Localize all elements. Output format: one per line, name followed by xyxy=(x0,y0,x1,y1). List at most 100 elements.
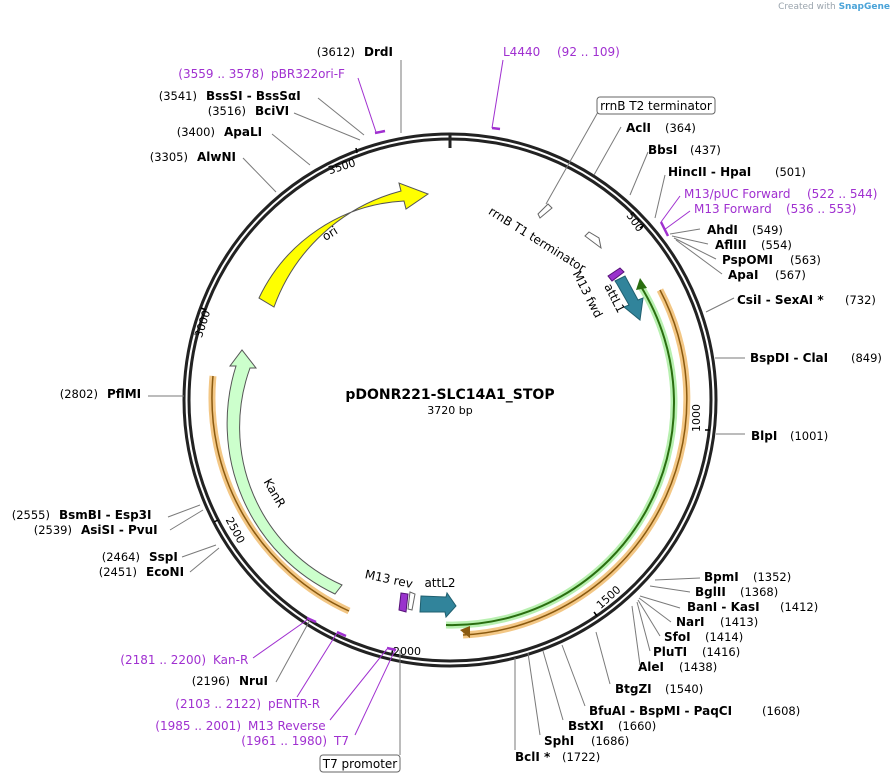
svg-text:pBR322ori-F: pBR322ori-F xyxy=(271,67,345,81)
attl1-feature[interactable] xyxy=(614,275,644,321)
tick-2000: 2000 xyxy=(391,645,421,658)
t7-promoter-label: T7 promoter xyxy=(322,757,398,771)
enzyme-hincii[interactable]: HincII - HpaI (501) xyxy=(654,165,806,219)
rrnb-t1-terminator-feature[interactable] xyxy=(584,231,602,250)
enzyme-bbsi[interactable]: BbsI (437) xyxy=(629,143,721,196)
svg-text:(92 .. 109): (92 .. 109) xyxy=(557,45,620,59)
m13-rev-feature[interactable] xyxy=(398,592,409,613)
svg-text:BciVI: BciVI xyxy=(255,104,289,118)
enzyme-bsmbi[interactable]: (2555) BsmBI - Esp3I xyxy=(12,504,201,522)
svg-text:(3305): (3305) xyxy=(150,150,188,164)
enzyme-sspi[interactable]: (2464) SspI xyxy=(102,544,217,564)
enzyme-psppomi[interactable]: PspOMI (563) xyxy=(673,237,821,267)
enzyme-pflmi[interactable]: (2802) PflMI xyxy=(60,387,184,401)
primer-l4440[interactable]: L4440 (92 .. 109) xyxy=(491,45,620,129)
svg-text:PluTI: PluTI xyxy=(653,645,687,659)
svg-text:(1416): (1416) xyxy=(702,645,740,659)
enzyme-asisi[interactable]: (2539) AsiSI - PvuI xyxy=(34,509,204,537)
svg-text:DrdI: DrdI xyxy=(364,45,393,59)
svg-text:Kan-R: Kan-R xyxy=(213,653,248,667)
enzyme-nari[interactable]: NarI (1413) xyxy=(638,597,758,629)
svg-text:3000: 3000 xyxy=(192,309,213,340)
enzyme-apali[interactable]: (3400) ApaLI xyxy=(177,125,311,166)
enzyme-alwni[interactable]: (3305) AlwNI xyxy=(150,150,277,193)
svg-text:(1352): (1352) xyxy=(753,570,791,584)
enzyme-pluti[interactable]: PluTI (1416) xyxy=(636,601,740,659)
svg-text:(849): (849) xyxy=(851,351,882,365)
svg-text:BsmBI - Esp3I: BsmBI - Esp3I xyxy=(59,508,151,522)
m13-fwd-feature[interactable] xyxy=(607,267,625,282)
kanr-label: KanR xyxy=(261,476,289,510)
svg-text:(3612): (3612) xyxy=(317,45,355,59)
enzyme-csii[interactable]: CsiI - SexAI * (732) xyxy=(705,293,876,313)
svg-text:NarI: NarI xyxy=(676,615,705,629)
rrnb-t2-label: rrnB T2 terminator xyxy=(600,99,712,113)
enzyme-bani[interactable]: BanI - KasI (1412) xyxy=(639,595,818,614)
enzyme-ahdi[interactable]: AhdI (549) xyxy=(669,223,783,237)
svg-text:AsiSI - PvuI: AsiSI - PvuI xyxy=(81,523,158,537)
enzyme-btgzi[interactable]: BtgZI (1540) xyxy=(595,631,703,696)
enzyme-acli[interactable]: AclI (364) xyxy=(593,121,696,176)
svg-text:(1540): (1540) xyxy=(665,682,703,696)
svg-text:BglII: BglII xyxy=(695,585,726,599)
svg-text:500: 500 xyxy=(624,210,647,235)
enzyme-econi[interactable]: (2451) EcoNI xyxy=(99,547,220,579)
svg-text:(1660): (1660) xyxy=(618,719,656,733)
svg-text:PflMI: PflMI xyxy=(107,387,141,401)
svg-text:AclI: AclI xyxy=(626,121,651,135)
enzyme-drdi[interactable]: (3612) DrdI xyxy=(317,45,402,133)
enzyme-sfoi[interactable]: SfoI (1414) xyxy=(637,599,743,644)
enzyme-bfuai[interactable]: BfuAI - BspMI - PaqCI (1608) xyxy=(561,644,800,718)
svg-text:M13 Reverse: M13 Reverse xyxy=(248,719,326,733)
plasmid-name: pDONR221-SLC14A1_STOP xyxy=(345,387,554,403)
primer-m13-puc-forward[interactable]: M13/pUC Forward (522 .. 544) xyxy=(660,187,877,223)
svg-text:(1368): (1368) xyxy=(740,585,778,599)
snapgene-credit: Created with SnapGene xyxy=(778,2,890,12)
enzyme-bcli[interactable]: BclI * (1722) xyxy=(514,658,600,764)
svg-text:(364): (364) xyxy=(665,121,696,135)
svg-text:BfuAI - BspMI - PaqCI: BfuAI - BspMI - PaqCI xyxy=(589,704,732,718)
primer-m13-reverse[interactable]: (1985 .. 2001) M13 Reverse xyxy=(155,648,388,733)
svg-text:AhdI: AhdI xyxy=(707,223,738,237)
svg-text:1000: 1000 xyxy=(690,404,703,432)
primer-m13-forward[interactable]: M13 Forward (536 .. 553) xyxy=(663,202,856,231)
svg-text:EcoNI: EcoNI xyxy=(146,565,184,579)
svg-text:M13 Forward: M13 Forward xyxy=(694,202,772,216)
svg-text:AflIII: AflIII xyxy=(715,238,747,252)
ori-feature[interactable] xyxy=(258,182,430,308)
rrnb-t2-terminator-feature[interactable] xyxy=(537,203,553,219)
svg-text:pENTR-R: pENTR-R xyxy=(268,697,320,711)
rrnb-t1-label: rrnB T1 terminator xyxy=(486,204,588,275)
svg-text:BlpI: BlpI xyxy=(751,429,777,443)
svg-text:(2464): (2464) xyxy=(102,550,140,564)
right-green-feature[interactable] xyxy=(445,283,678,629)
svg-text:BbsI: BbsI xyxy=(648,143,677,157)
enzyme-bpmi[interactable]: BpmI (1352) xyxy=(654,570,791,584)
enzyme-sphi[interactable]: SphI (1686) xyxy=(527,652,629,748)
primer-kan-r[interactable]: (2181 .. 2200) Kan-R xyxy=(120,619,308,667)
tick-500: 500 xyxy=(624,210,647,235)
enzyme-bsssi[interactable]: (3541) BssSI - BssSαI xyxy=(159,89,365,136)
enzyme-bstxi[interactable]: BstXI (1660) xyxy=(542,650,656,733)
primer-pbr322ori-f[interactable]: (3559 .. 3578) pBR322ori-F xyxy=(178,67,377,133)
enzyme-apai[interactable]: ApaI (567) xyxy=(675,239,806,282)
primer-pentr-r[interactable]: (2103 .. 2122) pENTR-R xyxy=(175,632,338,711)
enzyme-nrui[interactable]: (2196) NruI xyxy=(192,619,311,688)
enzyme-bspdi[interactable]: BspDI - ClaI (849) xyxy=(715,351,882,365)
attl2-feature[interactable] xyxy=(419,591,457,619)
primer-t7[interactable]: (1961 .. 1980) T7 xyxy=(241,649,396,748)
enzyme-blpi[interactable]: BlpI (1001) xyxy=(716,429,828,443)
kanr-feature[interactable] xyxy=(226,349,343,595)
m13-rev-label: M13 rev xyxy=(364,567,414,591)
svg-text:(536 .. 553): (536 .. 553) xyxy=(786,202,856,216)
enzyme-bcivi[interactable]: (3516) BciVI xyxy=(208,104,361,141)
enzyme-bglii[interactable]: BglII (1368) xyxy=(649,585,778,599)
enzyme-alei[interactable]: AleI (1438) xyxy=(631,605,717,674)
svg-text:BclI *: BclI * xyxy=(515,750,551,764)
enzyme-afliii[interactable]: AflIII (554) xyxy=(671,235,792,252)
t7-promoter-feature[interactable] xyxy=(407,591,416,611)
svg-text:(549): (549) xyxy=(752,223,783,237)
svg-text:PspOMI: PspOMI xyxy=(722,253,773,267)
svg-text:ApaLI: ApaLI xyxy=(224,125,262,139)
